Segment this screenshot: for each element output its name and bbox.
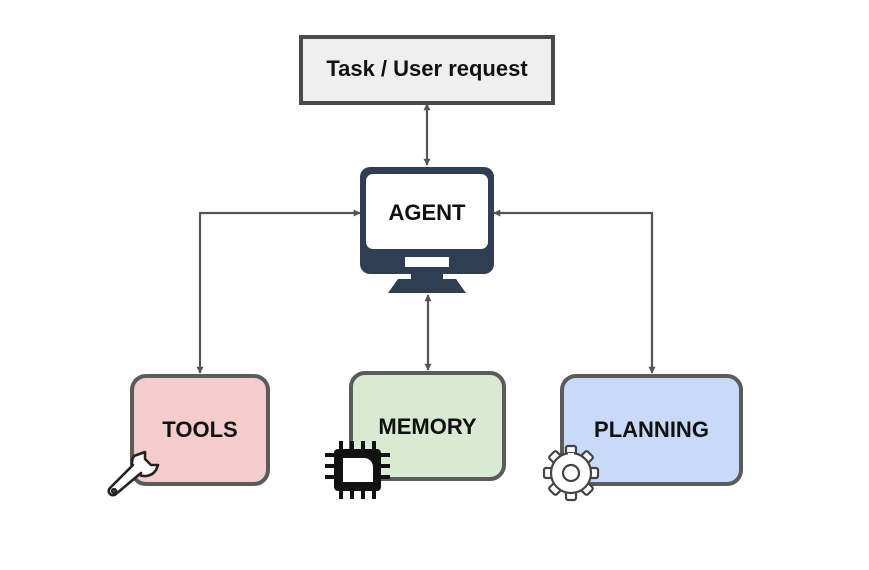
planning-node [560,374,743,486]
memory-node-label: MEMORY [378,414,477,439]
edge-agent-tools [196,209,361,374]
edge-agent-planning [493,209,656,374]
tools-node [130,374,270,486]
agent-monitor-icon [360,167,494,293]
memory-node [349,371,506,481]
tools-node-label: TOOLS [162,417,238,442]
wrench-icon [107,450,160,497]
agent-node-label: AGENT [388,200,466,225]
request-node [299,35,555,105]
cpu-chip-icon [325,441,390,499]
gear-icon [542,444,600,502]
planning-node-label: PLANNING [594,417,709,442]
request-node-label: Task / User request [326,56,528,81]
